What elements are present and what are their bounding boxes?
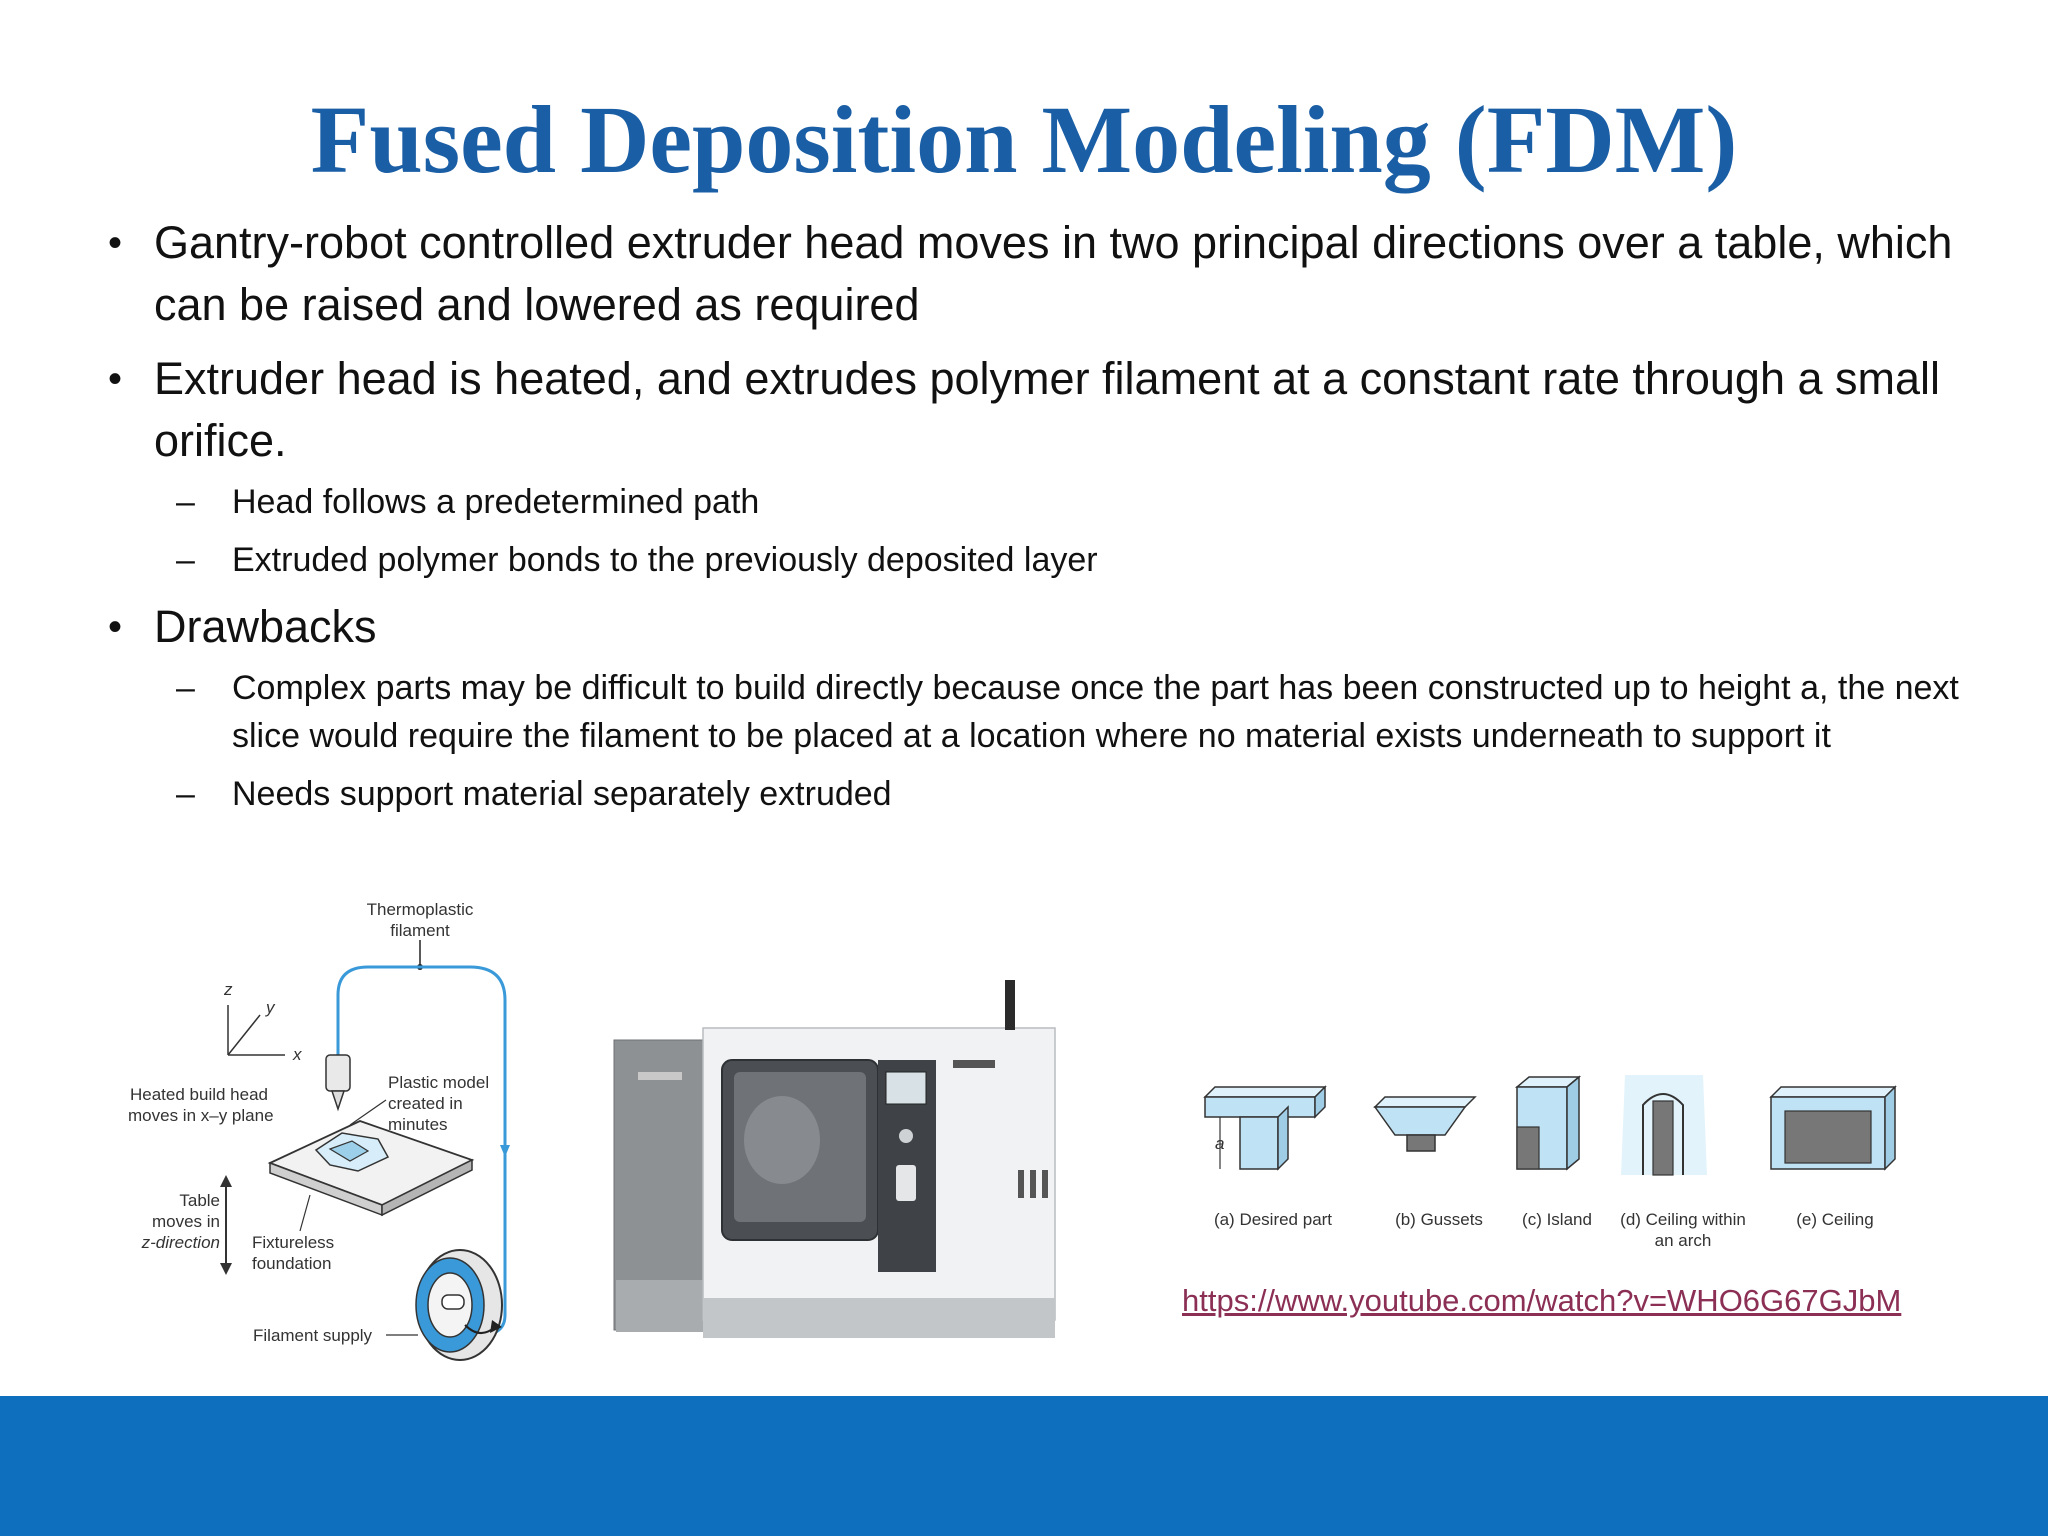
bullet-marker: • — [108, 357, 123, 401]
sub-item: – Head follows a predetermined path — [154, 478, 1980, 526]
z-motion-arrow-head — [220, 1263, 232, 1275]
table-label: moves in — [152, 1212, 220, 1231]
sub-marker: – — [176, 669, 195, 707]
machine-display — [885, 1071, 927, 1105]
bullet-item: • Drawbacks – Complex parts may be diffi… — [100, 596, 1980, 818]
case-b-label: (b) Gussets — [1395, 1210, 1483, 1229]
case-c-side — [1566, 1075, 1580, 1171]
bullet-text: Gantry-robot controlled extruder head mo… — [154, 217, 1953, 330]
spool-axle — [441, 1294, 465, 1310]
sub-item: – Needs support material separately extr… — [154, 770, 1980, 818]
case-d-label: an arch — [1655, 1231, 1712, 1250]
machine-side-badge — [638, 1072, 682, 1080]
case-c-island — [1516, 1126, 1540, 1170]
bullet-marker: • — [108, 221, 123, 265]
machine-vent — [1030, 1170, 1036, 1198]
machine-side-base — [616, 1280, 707, 1332]
y-axis — [227, 1014, 261, 1056]
case-e-label: (e) Ceiling — [1796, 1210, 1873, 1229]
case-e-support — [1784, 1110, 1872, 1164]
sub-marker: – — [176, 541, 195, 579]
case-a-stem — [1239, 1116, 1279, 1170]
youtube-link[interactable]: https://www.youtube.com/watch?v=WHO6G67G… — [1182, 1283, 1902, 1318]
case-e-top — [1769, 1086, 1897, 1098]
leader-line — [349, 1099, 387, 1126]
case-a-flange — [1204, 1096, 1316, 1118]
case-e-side — [1884, 1085, 1896, 1171]
bullet-item: • Gantry-robot controlled extruder head … — [100, 212, 1980, 336]
machine-status-light — [1005, 980, 1015, 1030]
case-d-arch — [1642, 1093, 1684, 1175]
leader-line — [299, 1194, 311, 1232]
filament-arrow — [500, 1145, 510, 1157]
sub-text: Complex parts may be difficult to build … — [232, 669, 1959, 755]
table-label: Table — [179, 1191, 220, 1210]
build-head — [325, 1054, 351, 1092]
fdm-process-diagram: Thermoplastic filament z y x Heated buil… — [128, 900, 510, 1361]
footer-bar — [0, 1396, 2048, 1536]
head-label: Heated build head — [130, 1085, 268, 1104]
slide-title: Fused Deposition Modeling (FDM) — [310, 86, 1738, 193]
machine-base — [703, 1298, 1055, 1338]
model-label: minutes — [388, 1115, 448, 1134]
sub-list: – Complex parts may be difficult to buil… — [154, 664, 1980, 818]
sub-text: Extruded polymer bonds to the previously… — [232, 541, 1098, 579]
case-a-label: (a) Desired part — [1214, 1210, 1332, 1229]
filament-path — [336, 965, 507, 1337]
bullet-text: Drawbacks — [154, 601, 377, 652]
machine-vent — [1042, 1170, 1048, 1198]
machine-handle — [896, 1165, 916, 1201]
model-label: Plastic model — [388, 1073, 489, 1092]
sub-text: Head follows a predetermined path — [232, 483, 760, 521]
sub-list: – Head follows a predetermined path – Ex… — [154, 478, 1980, 584]
height-marker: a — [1215, 1134, 1224, 1153]
machine-button — [899, 1129, 913, 1143]
foundation-label: Fixtureless — [252, 1233, 334, 1252]
case-b-gusset — [1406, 1134, 1436, 1152]
z-axis-label: z — [223, 980, 233, 999]
sub-text: Needs support material separately extrud… — [232, 775, 892, 813]
case-a-stem-side — [1277, 1105, 1289, 1171]
build-table-edge — [381, 1158, 473, 1217]
model-label: created in — [388, 1094, 463, 1113]
rotation-arrow-head — [490, 1320, 502, 1333]
machine-vent — [1018, 1170, 1024, 1198]
machine-window-reflection — [744, 1096, 820, 1184]
case-a-top — [1203, 1086, 1327, 1098]
supply-label: Filament supply — [253, 1326, 373, 1345]
case-d-support — [1652, 1100, 1674, 1176]
foundation-label: foundation — [252, 1254, 331, 1273]
sub-item: – Complex parts may be difficult to buil… — [154, 664, 1980, 760]
support-cases-diagram: a (a) Desired part (b) Gussets (c) Islan… — [1203, 1075, 1897, 1250]
machine-label-plate — [953, 1060, 995, 1068]
bullet-marker: • — [108, 605, 123, 649]
bullet-list: • Gantry-robot controlled extruder head … — [100, 212, 1980, 830]
head-label: moves in x–y plane — [128, 1106, 274, 1125]
table-label: z-direction — [141, 1233, 220, 1252]
sub-marker: – — [176, 483, 195, 521]
sub-item: – Extruded polymer bonds to the previous… — [154, 536, 1980, 584]
case-d-label: (d) Ceiling within — [1620, 1210, 1746, 1229]
z-motion-arrow-head — [220, 1175, 232, 1187]
y-axis-label: y — [265, 998, 276, 1017]
filament-label: Thermoplastic — [367, 900, 474, 919]
bullet-item: • Extruder head is heated, and extrudes … — [100, 348, 1980, 584]
plastic-model-detail — [328, 1140, 370, 1162]
build-head-nozzle — [330, 1090, 346, 1112]
case-c-label: (c) Island — [1522, 1210, 1592, 1229]
case-a-side — [1314, 1085, 1326, 1119]
fdm-machine-image — [613, 980, 1056, 1338]
sub-marker: – — [176, 775, 195, 813]
filament-label: filament — [390, 921, 450, 940]
case-b-top — [1373, 1096, 1477, 1108]
bullet-text: Extruder head is heated, and extrudes po… — [154, 353, 1941, 466]
x-axis-label: x — [292, 1045, 302, 1064]
case-b-body — [1373, 1106, 1467, 1136]
